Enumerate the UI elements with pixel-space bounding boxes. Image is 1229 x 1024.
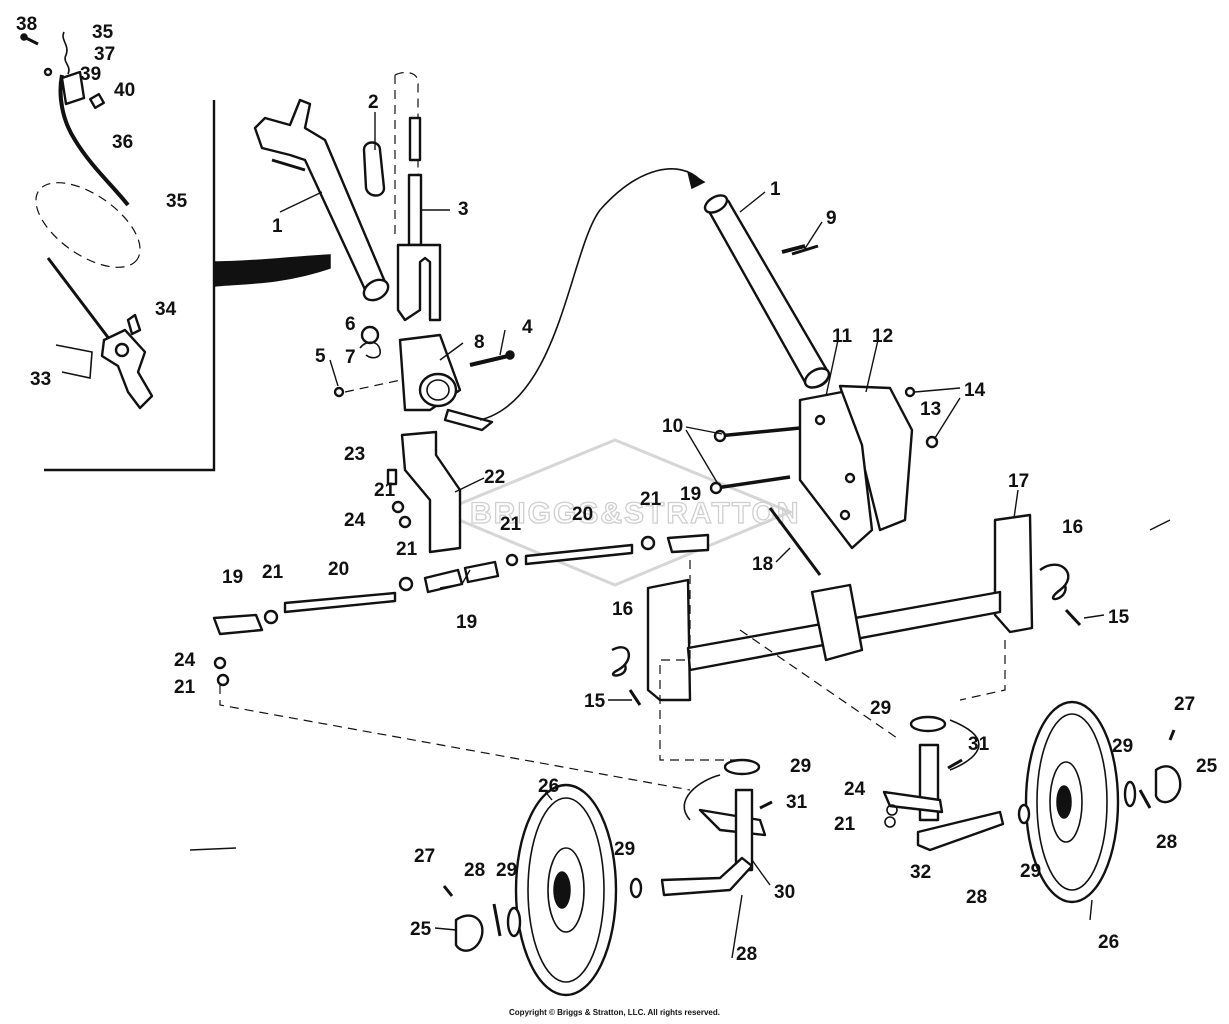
callout-15: 15	[1108, 607, 1130, 628]
alignment-lines	[219, 560, 1006, 791]
direction-arrow	[479, 168, 706, 421]
callout-4: 4	[522, 317, 533, 338]
callout-31: 31	[968, 734, 990, 755]
callout-34: 34	[155, 299, 177, 320]
callout-29: 29	[1020, 861, 1041, 882]
callout-24: 24	[344, 510, 366, 531]
axle-linkage	[212, 430, 1082, 706]
callout-2: 2	[368, 92, 379, 113]
callout-20: 20	[572, 504, 593, 525]
copyright-notice: Copyright © Briggs & Stratton, LLC. All …	[509, 1008, 720, 1017]
callout-1: 1	[272, 216, 283, 237]
callout-19: 19	[222, 567, 243, 588]
callout-1: 1	[770, 179, 781, 200]
callout-23: 23	[344, 444, 365, 465]
callout-27: 27	[1174, 694, 1195, 715]
callout-29: 29	[614, 839, 635, 860]
callout-25: 25	[1196, 756, 1218, 777]
callout-37: 37	[94, 44, 115, 65]
callout-35: 35	[92, 22, 114, 43]
height-adjuster-block	[709, 244, 939, 576]
callout-35: 35	[166, 191, 188, 212]
callout-14: 14	[964, 380, 986, 401]
callout-17: 17	[1008, 471, 1029, 492]
callout-21: 21	[500, 514, 522, 535]
callout-19: 19	[456, 612, 477, 633]
callout-25: 25	[410, 919, 432, 940]
callout-29: 29	[870, 698, 891, 719]
caster-right	[882, 715, 1005, 852]
callout-24: 24	[174, 650, 196, 671]
callout-28: 28	[736, 944, 757, 965]
callout-36: 36	[112, 132, 133, 153]
callout-21: 21	[396, 539, 418, 560]
inset-panel	[44, 100, 331, 472]
callout-20: 20	[328, 559, 349, 580]
callout-12: 12	[872, 326, 893, 347]
callout-21: 21	[262, 562, 284, 583]
throttle-control	[20, 31, 154, 410]
callout-13: 13	[920, 399, 941, 420]
callout-30: 30	[774, 882, 795, 903]
handle-tube-right	[703, 194, 831, 389]
callout-21: 21	[174, 677, 196, 698]
callout-19: 19	[680, 484, 701, 505]
callout-21: 21	[640, 489, 662, 510]
callout-10: 10	[662, 416, 683, 437]
callout-28: 28	[464, 860, 485, 881]
callout-29: 29	[1112, 736, 1133, 757]
callout-3: 3	[458, 199, 469, 220]
leader-lines	[189, 112, 1171, 959]
callout-15: 15	[584, 691, 606, 712]
callout-21: 21	[374, 480, 396, 501]
callout-21: 21	[834, 814, 856, 835]
wheel-right	[1017, 700, 1182, 904]
callout-28: 28	[1156, 832, 1177, 853]
callout-39: 39	[80, 64, 101, 85]
callout-24: 24	[844, 779, 866, 800]
watermark-text: BRIGGS&STRATTON	[470, 497, 801, 530]
callout-6: 6	[345, 314, 356, 335]
callout-18: 18	[752, 554, 773, 575]
callout-27: 27	[414, 846, 435, 867]
callout-11: 11	[832, 326, 853, 347]
handle-assembly-left	[253, 71, 442, 322]
callout-29: 29	[790, 756, 811, 777]
callout-33: 33	[30, 369, 51, 390]
callout-labels: 38 35 37 39 40 36 35 34 33 1 2 3 6 7 5 8…	[16, 14, 1218, 965]
callout-22: 22	[484, 467, 505, 488]
callout-32: 32	[910, 862, 931, 883]
callout-7: 7	[345, 347, 356, 368]
callout-38: 38	[16, 14, 37, 35]
callout-31: 31	[786, 792, 808, 813]
callout-5: 5	[315, 346, 326, 367]
callout-9: 9	[826, 208, 837, 229]
callout-26: 26	[1098, 932, 1119, 953]
callout-40: 40	[114, 80, 135, 101]
watermark: BRIGGS&STRATTON	[436, 438, 801, 587]
wheel-left	[442, 783, 643, 997]
callout-28: 28	[966, 887, 987, 908]
callout-16: 16	[1062, 517, 1083, 538]
clamp-bracket-assembly	[333, 325, 515, 432]
caster-left	[660, 758, 773, 897]
callout-29: 29	[496, 860, 517, 881]
callout-16: 16	[612, 599, 633, 620]
callout-8: 8	[474, 332, 485, 353]
callout-26: 26	[538, 776, 559, 797]
axle-bar	[646, 513, 1034, 702]
